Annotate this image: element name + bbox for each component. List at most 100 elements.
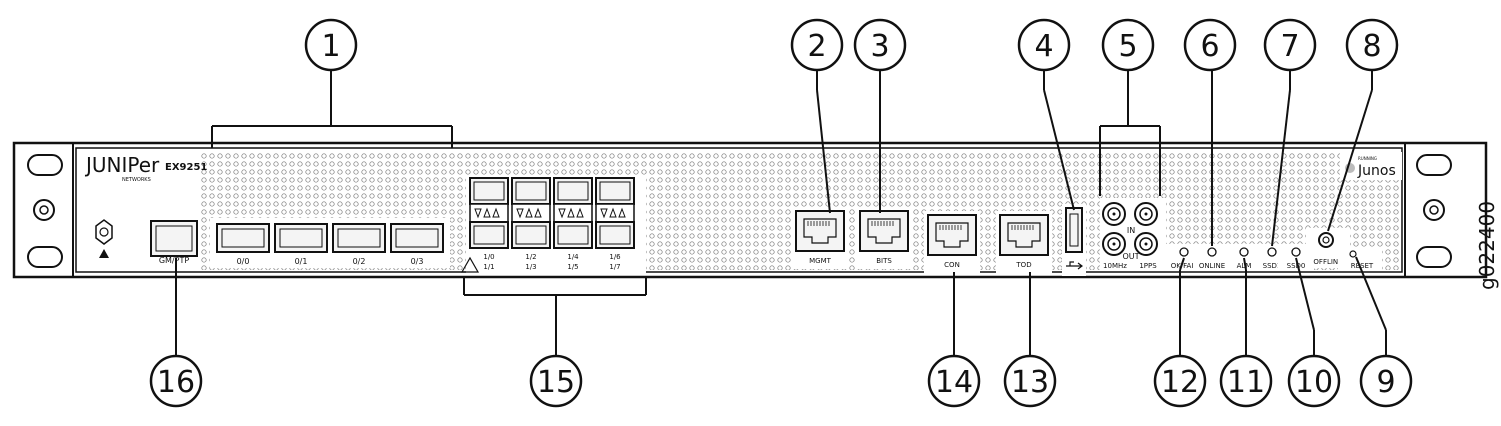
reset-button[interactable]: [1349, 250, 1357, 258]
usb-port-slot: [1069, 213, 1079, 247]
qsfp-port[interactable]: [216, 223, 270, 253]
callout-number: 4: [1034, 29, 1053, 64]
sfp-port-cage: [515, 181, 547, 201]
reset-label: RESET: [1351, 262, 1374, 270]
qsfp-port-label: 0/1: [295, 257, 308, 266]
ground-stud-icon: [99, 227, 109, 237]
rj45-port-label: MGMT: [809, 257, 832, 265]
callout-circle: [1183, 18, 1237, 72]
qsfp-port-cage: [395, 228, 439, 248]
gm-ptp-port[interactable]: [150, 220, 198, 257]
ground-terminal: [95, 219, 113, 258]
qsfp-port[interactable]: [274, 223, 328, 253]
callout-number: 15: [537, 365, 575, 400]
sfp-port-cage: [473, 225, 505, 245]
mounting-slot-icon: [1416, 154, 1452, 176]
rj45-socket-icon: [803, 218, 837, 244]
usb-port-group: [1062, 204, 1086, 276]
usb-symbol-icon: [1066, 261, 1083, 270]
sfp-led-down-icon: [558, 208, 566, 219]
tod-port[interactable]: [999, 214, 1049, 256]
brand-logo: JUNIPer: [84, 153, 160, 177]
laser-warning-icon: [460, 256, 480, 273]
rj45-socket-icon: [1007, 222, 1041, 248]
callout-leader-line: [1295, 257, 1315, 331]
ground-warning-icon: [99, 249, 109, 258]
ssd1-led: [1267, 247, 1277, 257]
screw-center-icon: [1429, 205, 1439, 215]
online-led: [1207, 247, 1217, 257]
front-bezel: [75, 147, 1403, 273]
qsfp-port-group: 0/0 0/1 0/2 0/3: [210, 218, 450, 268]
rj45-port-label: BITS: [876, 257, 892, 265]
led-label: OK/FAIL: [1171, 262, 1198, 270]
usb-port[interactable]: [1065, 207, 1083, 253]
qsfp-port-label: 0/3: [411, 257, 424, 266]
os-logo: Junos: [1357, 163, 1396, 179]
sfp-top-port-label: 1/0: [483, 253, 494, 261]
coax-pin: [1144, 212, 1148, 216]
callout-number: 14: [935, 365, 973, 400]
sfp-port-cage: [599, 181, 631, 201]
callout-leader-line: [816, 89, 831, 214]
mounting-slot-icon: [27, 154, 63, 176]
sfp-bottom-port-label: 1/1: [483, 263, 494, 271]
led-label: ONLINE: [1199, 262, 1225, 270]
gm-ptp-label: GM/PTP: [159, 256, 190, 265]
callout-number: 2: [807, 29, 826, 64]
qsfp-port-cage: [221, 228, 265, 248]
qsfp-port-label: 0/0: [237, 257, 250, 266]
coax-out-label: OUT: [1122, 252, 1139, 261]
qsfp-port-cage: [337, 228, 381, 248]
mgmt-port[interactable]: [795, 210, 845, 252]
left-ear: [27, 154, 63, 268]
sfp-led-up-icon: [492, 207, 500, 218]
sfp-led-down-icon: [600, 208, 608, 219]
sfp-led-up-icon: [609, 207, 617, 218]
callout-number: 12: [1161, 365, 1199, 400]
sfp-led-up-icon: [534, 207, 542, 218]
coax-pin: [1112, 242, 1116, 246]
screw-icon: [1423, 199, 1445, 221]
brand-subtitle: NETWORKS: [122, 177, 151, 183]
screw-icon: [33, 199, 55, 221]
console-port[interactable]: [927, 214, 977, 256]
sfp-port-cage: [473, 181, 505, 201]
offline-button[interactable]: [1318, 232, 1334, 248]
coax-1pps-label: 1PPS: [1139, 262, 1157, 270]
chassis-body: [12, 141, 1488, 279]
brand-backdrop: [80, 150, 200, 184]
sfp-port-group: 1/01/11/21/31/41/51/61/7: [460, 176, 646, 274]
rj45-port-label: TOD: [1015, 261, 1031, 269]
callout-number: 7: [1280, 29, 1299, 64]
coax-connector-inner: [1139, 207, 1153, 221]
callout-leader-line: [1271, 89, 1291, 247]
gm-ptp-port-cage: [155, 225, 193, 252]
qsfp-port[interactable]: [390, 223, 444, 253]
coax-pin: [1112, 212, 1116, 216]
callout-number: 13: [1011, 365, 1049, 400]
callout-number: 16: [157, 365, 195, 400]
sfp-led-down-icon: [474, 208, 482, 219]
offline-label: OFFLINE: [1313, 258, 1342, 266]
coax-pin: [1144, 242, 1148, 246]
figure-id: g022400: [1475, 201, 1499, 290]
led-label: SSD1: [1263, 262, 1282, 270]
callout-number: 6: [1200, 29, 1219, 64]
qsfp-port-label: 0/2: [353, 257, 366, 266]
sfp-led-up-icon: [525, 207, 533, 218]
qsfp-port[interactable]: [332, 223, 386, 253]
rj45-socket-icon: [935, 222, 969, 248]
bits-port[interactable]: [859, 210, 909, 252]
callout-leader-line: [1327, 89, 1373, 232]
callout-number: 3: [870, 29, 889, 64]
sfp-bottom-port-label: 1/3: [525, 263, 536, 271]
sfp-led-up-icon: [576, 207, 584, 218]
callout-number: 10: [1295, 365, 1333, 400]
callout-number: 8: [1362, 29, 1381, 64]
coax-connector-inner: [1139, 237, 1153, 251]
sfp-bottom-port-label: 1/7: [609, 263, 620, 271]
qsfp-port-cage: [279, 228, 323, 248]
